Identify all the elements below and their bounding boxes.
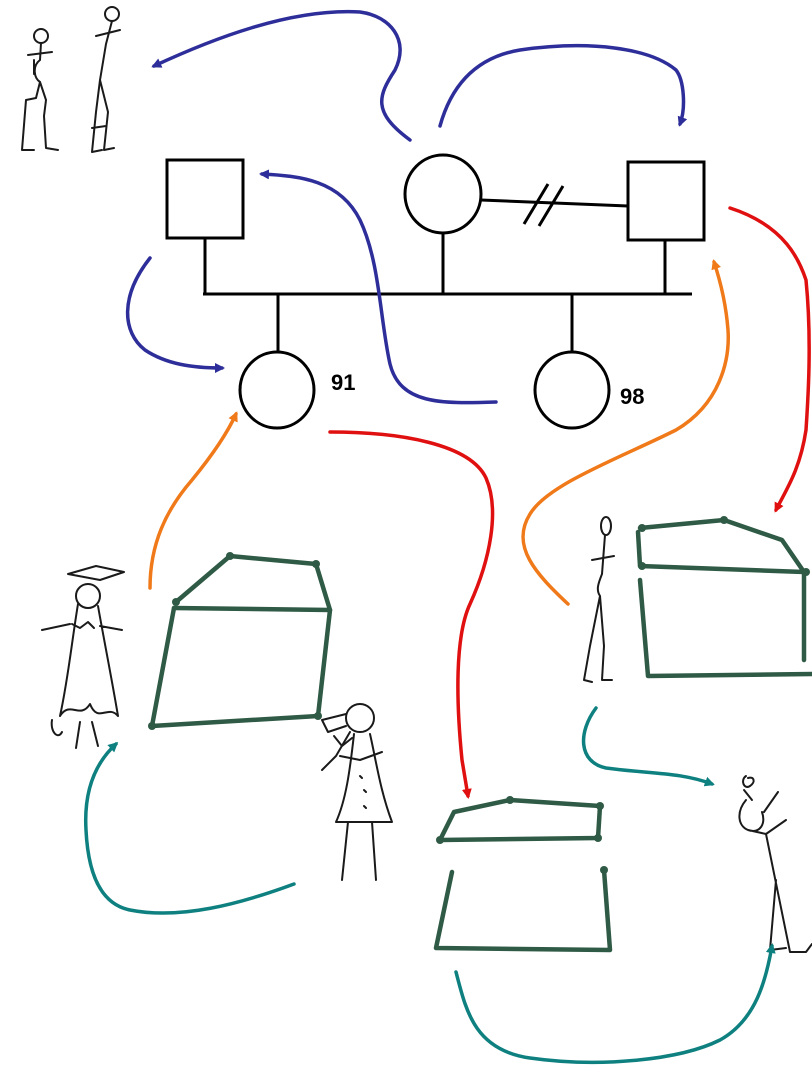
daughter-2-circle [533, 350, 611, 430]
father-2-square [626, 160, 706, 242]
arrow-teal-figure-to-bottom-right [581, 706, 715, 787]
woman-house-sketch-icon [321, 703, 613, 953]
daughter-1-circle [238, 350, 316, 430]
arrow-red-father-2-to-right-house [728, 206, 811, 513]
arrow-blue-mother-to-father-2 [438, 44, 688, 128]
daughter-1-label: 91 [331, 370, 355, 395]
daughter-2-label: 98 [620, 384, 644, 409]
arrow-orange-figure-to-father-2 [521, 259, 730, 606]
arrow-red-daughter-1-to-bottom-house [328, 430, 495, 799]
arrow-teal-woman-to-graduate [83, 741, 296, 915]
divorce-marker [522, 183, 565, 227]
arrow-blue-daughter-2-to-father-1 [259, 169, 498, 405]
person-house-sketch-icon [583, 516, 812, 683]
mother-circle [403, 153, 483, 235]
arrow-blue-mother-to-figures [151, 9, 412, 142]
arrow-blue-father-1-to-daughter-1 [125, 256, 225, 373]
stick-figures-pair-icon [21, 6, 121, 153]
graduate-house-sketch-icon [41, 552, 333, 749]
father-1-square [165, 158, 245, 240]
arrow-orange-graduate-to-daughter-1 [148, 411, 238, 590]
person-sketch-icon [738, 775, 812, 953]
arrow-teal-house-to-bottom-right [454, 943, 776, 1065]
